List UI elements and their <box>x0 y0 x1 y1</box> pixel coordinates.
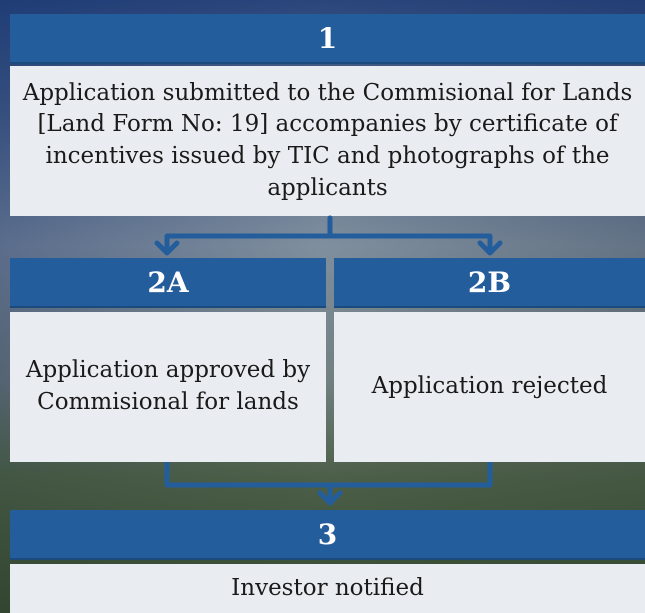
arrow-head-2b <box>477 240 503 256</box>
step-2b-label: 2B <box>467 265 512 299</box>
step-2a-box: Application approved by Commisional for … <box>10 312 326 462</box>
arrow-head-2a <box>154 240 180 256</box>
step-1-box: Application submitted to the Commisional… <box>10 66 645 216</box>
step-1-label: 1 <box>317 21 338 55</box>
step-1-text: Application submitted to the Commisional… <box>22 79 633 201</box>
step-2a-text: Application approved by Commisional for … <box>25 357 311 415</box>
step-3-label: 3 <box>317 517 338 551</box>
step-3-box: Investor notified <box>10 564 645 613</box>
connector-merge <box>164 459 493 506</box>
arrow-head-3 <box>317 490 343 506</box>
step-3-header: 3 <box>10 510 645 560</box>
step-2b-header: 2B <box>334 258 645 308</box>
step-2b-text: Application rejected <box>371 373 608 400</box>
step-2a-header: 2A <box>10 258 326 308</box>
connector-split <box>164 215 493 255</box>
step-1-header: 1 <box>10 14 645 64</box>
step-3-text: Investor notified <box>231 574 424 601</box>
step-2b-box: Application rejected <box>334 312 645 462</box>
step-2a-label: 2A <box>147 265 189 299</box>
